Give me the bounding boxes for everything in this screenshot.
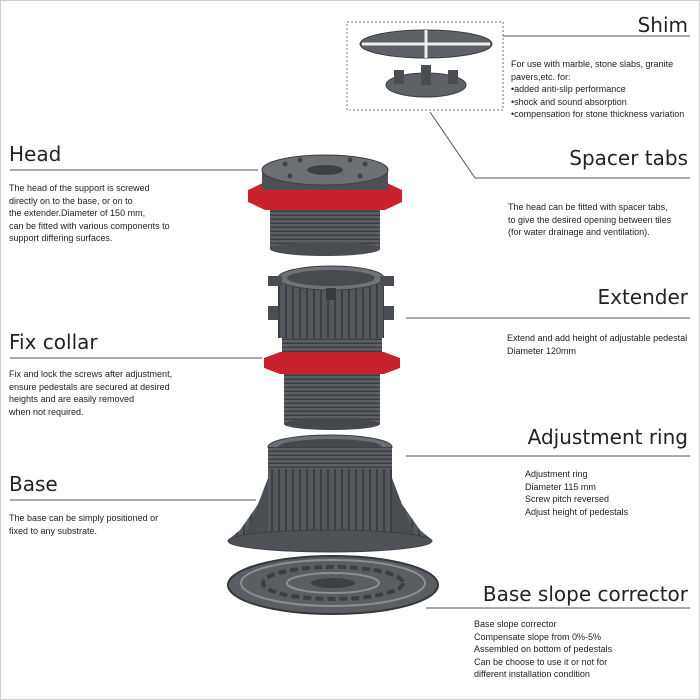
base-slope-corrector-description: Base slope corrector Compensate slope fr… bbox=[474, 618, 694, 681]
base-slope-corrector-line: different installation condition bbox=[474, 669, 590, 680]
extender-part bbox=[268, 265, 394, 338]
shim-part bbox=[346, 21, 504, 111]
spacer-tabs-title: Spacer tabs bbox=[569, 146, 688, 170]
fix-collar-line: Fix and lock the screws after adjustment… bbox=[9, 369, 173, 379]
base-slope-corrector-part bbox=[227, 555, 439, 615]
extender-title: Extender bbox=[597, 285, 688, 309]
shim-dashed-box bbox=[346, 21, 504, 111]
extender-line: Diameter 120mm bbox=[507, 345, 577, 356]
adjustment-ring-title: Adjustment ring bbox=[527, 425, 688, 449]
spacer-tabs-line: The head can be fitted with spacer tabs, bbox=[508, 202, 668, 212]
head-line: support differing surfaces. bbox=[9, 233, 113, 244]
shim-description: For use with marble, stone slabs, granit… bbox=[511, 58, 696, 121]
fix-collar-part bbox=[264, 338, 400, 430]
adjustment-ring-line: Screw pitch reversed bbox=[525, 494, 610, 505]
shim-intro: For use with marble, stone slabs, granit… bbox=[511, 59, 674, 82]
base-slope-corrector-line: Assembled on bottom of pedestals bbox=[474, 644, 613, 655]
fix-collar-ring bbox=[264, 352, 400, 374]
base-line: fixed to any substrate. bbox=[9, 525, 98, 536]
shim-bullet: shock and sound absorption bbox=[511, 96, 696, 109]
base-slope-corrector-line: Base slope corrector bbox=[474, 619, 557, 629]
head-line: the extender.Diameter of 150 mm, bbox=[9, 208, 146, 219]
base-line: The base can be simply positioned or bbox=[9, 513, 159, 523]
adjustment-ring-description: Adjustment ring Diameter 115 mm Screw pi… bbox=[525, 468, 695, 518]
fix-collar-title: Fix collar bbox=[9, 330, 98, 354]
head-line: directly on to the base, or on to bbox=[9, 195, 133, 206]
base-part bbox=[227, 434, 433, 553]
adjustment-ring-line: Adjustment ring bbox=[525, 469, 588, 479]
adjustment-ring-line: Diameter 115 mm bbox=[525, 481, 596, 492]
spacer-tabs-line: (for water drainage and ventilation). bbox=[508, 227, 650, 238]
fix-collar-line: heights and are easily removed bbox=[9, 394, 135, 405]
shim-bullet: added anti-slip performance bbox=[511, 83, 696, 96]
base-body bbox=[228, 469, 432, 540]
spacer-tabs-line: to give the desired opening between tile… bbox=[508, 214, 672, 225]
extender-line: Extend and add height of adjustable pede… bbox=[507, 333, 688, 343]
adjustment-ring-line: Adjust height of pedestals bbox=[525, 506, 629, 517]
head-line: The head of the support is screwed bbox=[9, 183, 150, 193]
head-line: can be fitted with various components to bbox=[9, 220, 170, 231]
base-description: The base can be simply positioned or fix… bbox=[9, 512, 209, 537]
leader-lines bbox=[10, 35, 690, 609]
extender-description: Extend and add height of adjustable pede… bbox=[507, 332, 697, 357]
base-slope-corrector-title: Base slope corrector bbox=[482, 582, 688, 606]
fix-collar-description: Fix and lock the screws after adjustment… bbox=[9, 368, 209, 418]
shim-bullet: compensation for stone thickness variati… bbox=[511, 108, 696, 121]
spacer-tabs-description: The head can be fitted with spacer tabs,… bbox=[508, 201, 696, 239]
base-slope-corrector-line: Can be choose to use it or not for bbox=[474, 656, 608, 667]
shim-bullets: added anti-slip performance shock and so… bbox=[511, 83, 696, 121]
base-slope-corrector-line: Compensate slope from 0%-5% bbox=[474, 631, 602, 642]
shim-title: Shim bbox=[637, 13, 688, 37]
head-part bbox=[248, 154, 402, 256]
fix-collar-line: when not required. bbox=[9, 406, 84, 417]
head-description: The head of the support is screwed direc… bbox=[9, 182, 209, 245]
fix-collar-line: ensure pedestals are secured at desired bbox=[9, 381, 170, 392]
base-title: Base bbox=[9, 472, 58, 496]
head-title: Head bbox=[9, 142, 62, 166]
